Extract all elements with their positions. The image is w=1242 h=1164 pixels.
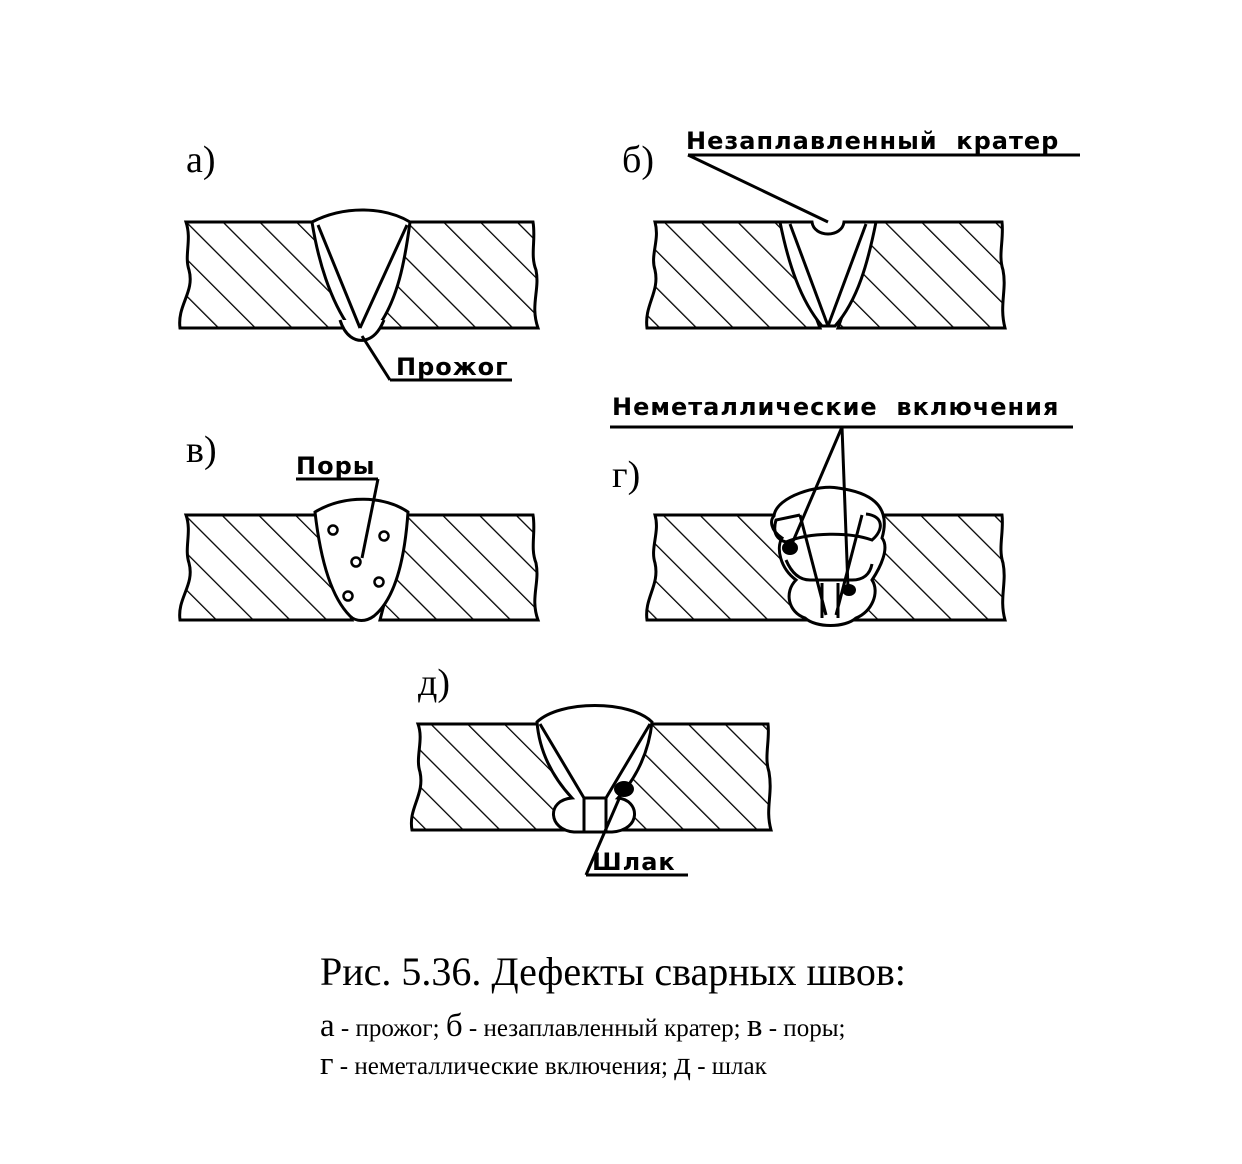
figure-caption-legend-2: г - неметаллические включения; д - шлак: [320, 1046, 767, 1083]
legend-key-b: б: [445, 1008, 463, 1044]
legend-key-v: в: [746, 1008, 763, 1044]
panel-d-weld-bead: [535, 704, 654, 834]
panel-a-plate-left: [178, 220, 355, 330]
panel-b-weld-bead: [778, 220, 878, 328]
legend-text-b: - незаплавленный кратер;: [462, 1015, 747, 1042]
panel-a-plate-right: [378, 220, 541, 330]
panel-g: г) Неметаллические включения: [610, 393, 1073, 627]
panel-b-leader: [687, 153, 829, 224]
panel-v-letter: в): [186, 429, 217, 471]
panel-d-callout: Шлак: [592, 848, 676, 876]
panel-d-leader: [584, 791, 624, 876]
panel-v-leader: [360, 478, 380, 559]
panel-v: в) Поры: [178, 429, 541, 622]
panel-v-plate-right: [378, 513, 541, 622]
panel-g-leader-1: [789, 426, 844, 547]
panel-b-plate-right: [835, 220, 1007, 330]
panel-a-leader: [360, 335, 392, 381]
legend-text-d: - шлак: [690, 1053, 767, 1080]
panel-b: б) Незаплавленный кратер: [622, 127, 1080, 330]
inclusion-1: [782, 541, 798, 555]
panel-d: д) Шлак: [409, 662, 773, 877]
legend-text-v: - поры;: [762, 1015, 846, 1042]
panel-v-callout: Поры: [296, 452, 375, 480]
panel-g-leader-2: [840, 426, 850, 589]
panel-a: а) Прожог: [178, 139, 541, 382]
legend-key-g: г: [320, 1046, 334, 1082]
pore-4: [373, 576, 385, 588]
panel-a-letter: а): [186, 139, 216, 181]
panel-b-letter: б): [622, 139, 654, 181]
panel-g-letter: г): [612, 454, 640, 496]
pore-5: [342, 590, 354, 602]
panel-b-plate-left: [645, 220, 823, 330]
panel-g-callout: Неметаллические включения: [612, 393, 1059, 421]
legend-text-g: - неметаллические включения;: [333, 1053, 675, 1080]
legend-key-d: д: [674, 1046, 691, 1082]
legend-text-a: - прожог;: [334, 1015, 446, 1042]
panel-d-letter: д): [418, 662, 450, 704]
pore-1: [327, 524, 339, 536]
figure-caption-legend-1: а - прожог; б - незаплавленный кратер; в…: [320, 1008, 845, 1045]
panel-a-callout: Прожог: [396, 353, 509, 381]
slag-inclusion: [614, 781, 634, 797]
panel-b-callout: Незаплавленный кратер: [686, 127, 1059, 155]
inclusion-2: [842, 584, 856, 596]
panel-v-plate-left: [178, 513, 355, 622]
pore-3: [350, 556, 362, 568]
figure-caption-title: Рис. 5.36. Дефекты сварных швов:: [320, 949, 906, 994]
pore-2: [378, 530, 390, 542]
legend-key-a: а: [320, 1008, 335, 1044]
